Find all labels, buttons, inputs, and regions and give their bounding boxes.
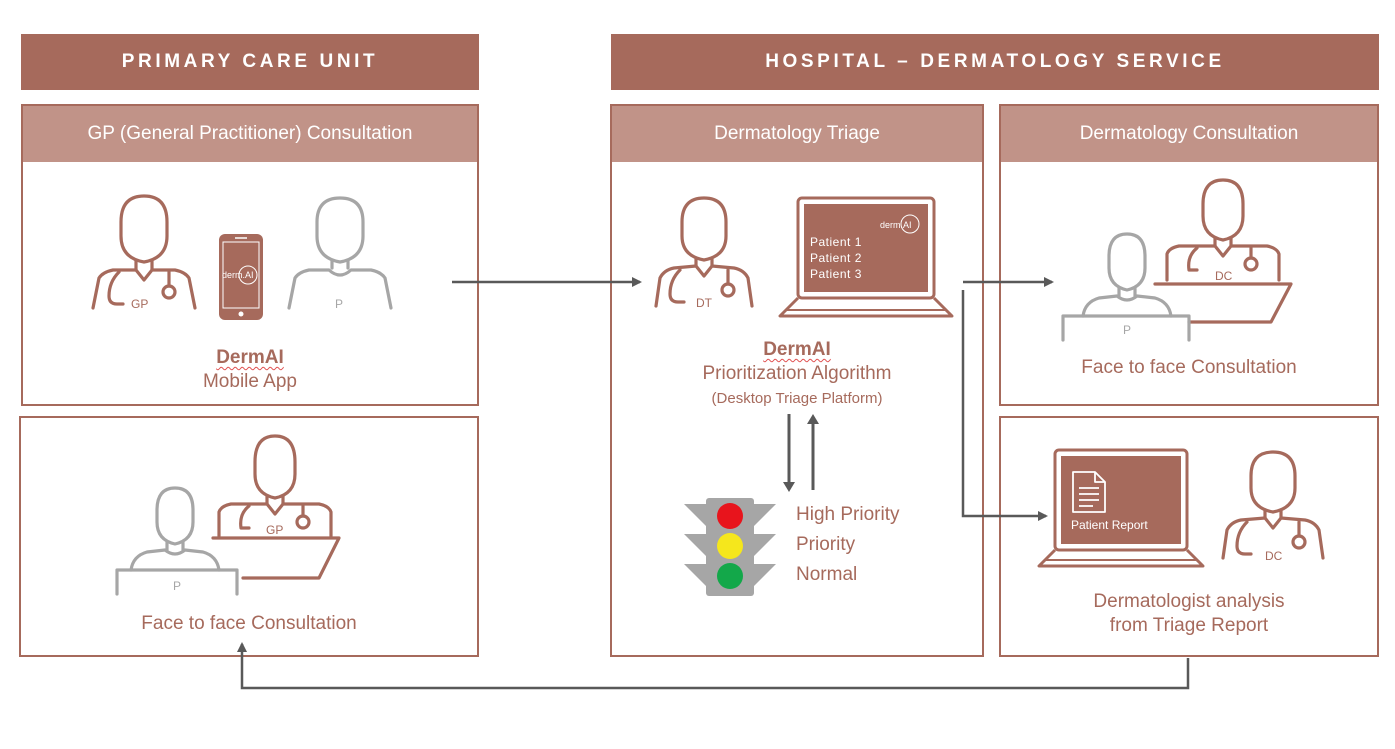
gp-patient-label: P	[173, 579, 181, 593]
dermai-brand: DermAI	[763, 339, 831, 360]
gp-patient-label: P	[335, 297, 343, 311]
patient-list: Patient 1 Patient 2 Patient 3	[810, 234, 862, 282]
gp-consultation-panel: GP (General Practitioner) Consultation G…	[21, 104, 479, 406]
doctor-icon	[1153, 178, 1293, 324]
doctor-icon	[1221, 450, 1325, 560]
gp-doctor-label: GP	[131, 297, 148, 311]
smartphone-icon	[219, 234, 263, 320]
prioritization-label: Prioritization Algorithm	[702, 363, 892, 384]
arrow-icon	[783, 414, 819, 492]
derm-analysis-caption: Dermatologist analysis from Triage Repor…	[1001, 590, 1377, 638]
svg-text:P: P	[173, 579, 181, 593]
derm-analysis-panel: Patient Report DC Dermatologist analysis…	[999, 416, 1379, 657]
derm-face-to-face-caption: Face to face Consultation	[1081, 357, 1297, 378]
patient-icon	[287, 196, 393, 310]
laptop-icon	[778, 196, 954, 318]
patient-list-item: Patient 2	[810, 251, 862, 265]
patient-list-item: Patient 3	[810, 267, 862, 281]
red-light	[717, 503, 743, 529]
patient-icon	[1061, 232, 1191, 342]
yellow-light	[717, 533, 743, 559]
gp-app-caption: DermAI Mobile App	[23, 346, 477, 394]
derm-consultation-panel: Dermatology Consultation DC P Face to fa…	[999, 104, 1379, 406]
green-light	[717, 563, 743, 589]
dermai-brand: DermAI	[216, 347, 284, 368]
patient-icon	[115, 486, 239, 596]
phone-logo: derm.AI	[222, 270, 254, 280]
doctor-icon	[91, 194, 197, 310]
svg-text:GP: GP	[266, 523, 283, 537]
hospital-header: HOSPITAL – DERMATOLOGY SERVICE	[611, 34, 1379, 90]
patient-list-item: Patient 1	[810, 235, 862, 249]
svg-text:GP: GP	[131, 297, 148, 311]
svg-text:DC: DC	[1265, 549, 1283, 563]
gp-face-to-face-panel: GP P Face to face Consultation	[19, 416, 479, 657]
triage-title: Dermatology Triage	[612, 106, 982, 162]
primary-care-header: PRIMARY CARE UNIT	[21, 34, 479, 90]
analysis-caption-line1: Dermatologist analysis	[1093, 591, 1285, 612]
svg-text:derm.AI: derm.AI	[880, 220, 912, 230]
gp-consultation-title: GP (General Practitioner) Consultation	[23, 106, 477, 162]
desktop-platform-label: (Desktop Triage Platform)	[711, 390, 883, 407]
document-icon	[1072, 471, 1106, 513]
doctor-icon	[211, 434, 341, 580]
traffic-light-icon	[684, 498, 776, 596]
laptop-logo: derm.AI	[880, 220, 912, 230]
triage-to-analysis-arrow	[961, 290, 1048, 521]
svg-text:P: P	[1123, 323, 1131, 337]
doctor-icon	[654, 196, 754, 308]
svg-text:DT: DT	[696, 296, 713, 310]
priority-medium: Priority	[796, 534, 856, 555]
patient-report-label: Patient Report	[1071, 518, 1148, 532]
svg-text:derm.AI: derm.AI	[222, 270, 254, 280]
analysis-to-gp-return-arrow	[237, 642, 1190, 690]
mobile-app-label: Mobile App	[202, 371, 297, 392]
triage-caption: DermAI Prioritization Algorithm (Desktop…	[612, 338, 982, 411]
svg-text:P: P	[335, 297, 343, 311]
priority-high: High Priority	[796, 504, 900, 525]
dt-doctor-label: DT	[696, 296, 713, 310]
gp-face-to-face-caption: Face to face Consultation	[141, 613, 357, 634]
gp-doctor-label: GP	[266, 523, 283, 537]
analysis-caption-line2: from Triage Report	[1109, 615, 1269, 636]
priority-normal: Normal	[796, 564, 858, 585]
dc-doctor-label: DC	[1265, 549, 1283, 563]
triage-panel: Dermatology Triage DT derm.AI Patient 1 …	[610, 104, 984, 657]
dc-doctor-label: DC	[1215, 269, 1233, 283]
derm-consultation-title: Dermatology Consultation	[1001, 106, 1377, 162]
svg-text:DC: DC	[1215, 269, 1233, 283]
dc-patient-label: P	[1123, 323, 1131, 337]
